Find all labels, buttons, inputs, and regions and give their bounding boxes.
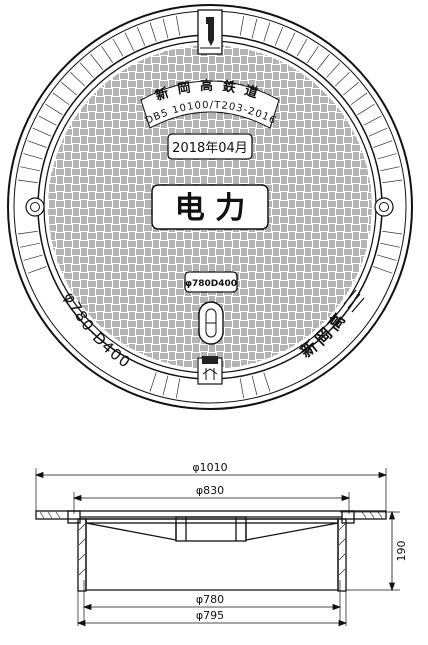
rim-ribs [17,15,403,399]
plan-view: 新岡高鉄道 DB5 10100/T203-2016 2018年04月 电 力 φ… [7,4,413,410]
top-arc-band [140,80,280,129]
dim-inner: φ780 [196,593,224,606]
center-label: 电 力 [175,191,245,226]
center-label-box [151,184,269,230]
bottom-notch [197,356,223,385]
dimension-lines [34,471,396,627]
dim-cover: φ830 [196,484,224,497]
date-stamp: 2018年04月 [172,141,248,156]
section-view [34,468,400,627]
hinge-slot [197,9,223,55]
right-bolt-hole [374,197,394,217]
keyhole-slot [198,301,224,345]
dim-depth: 190 [395,541,408,562]
outer-rim [7,4,413,410]
left-bolt-hole [25,197,45,217]
section-hatch [39,511,383,576]
rim-logo-icon [343,289,365,313]
dimension-labels: φ1010 φ830 φ780 φ795 190 [192,461,408,622]
spec-plate: φ780D400 [185,279,237,289]
spec-plate-box [184,271,238,293]
dim-base: φ795 [196,609,224,622]
date-box [167,133,253,160]
dim-outer: φ1010 [192,461,227,474]
frame-profile [35,510,387,592]
